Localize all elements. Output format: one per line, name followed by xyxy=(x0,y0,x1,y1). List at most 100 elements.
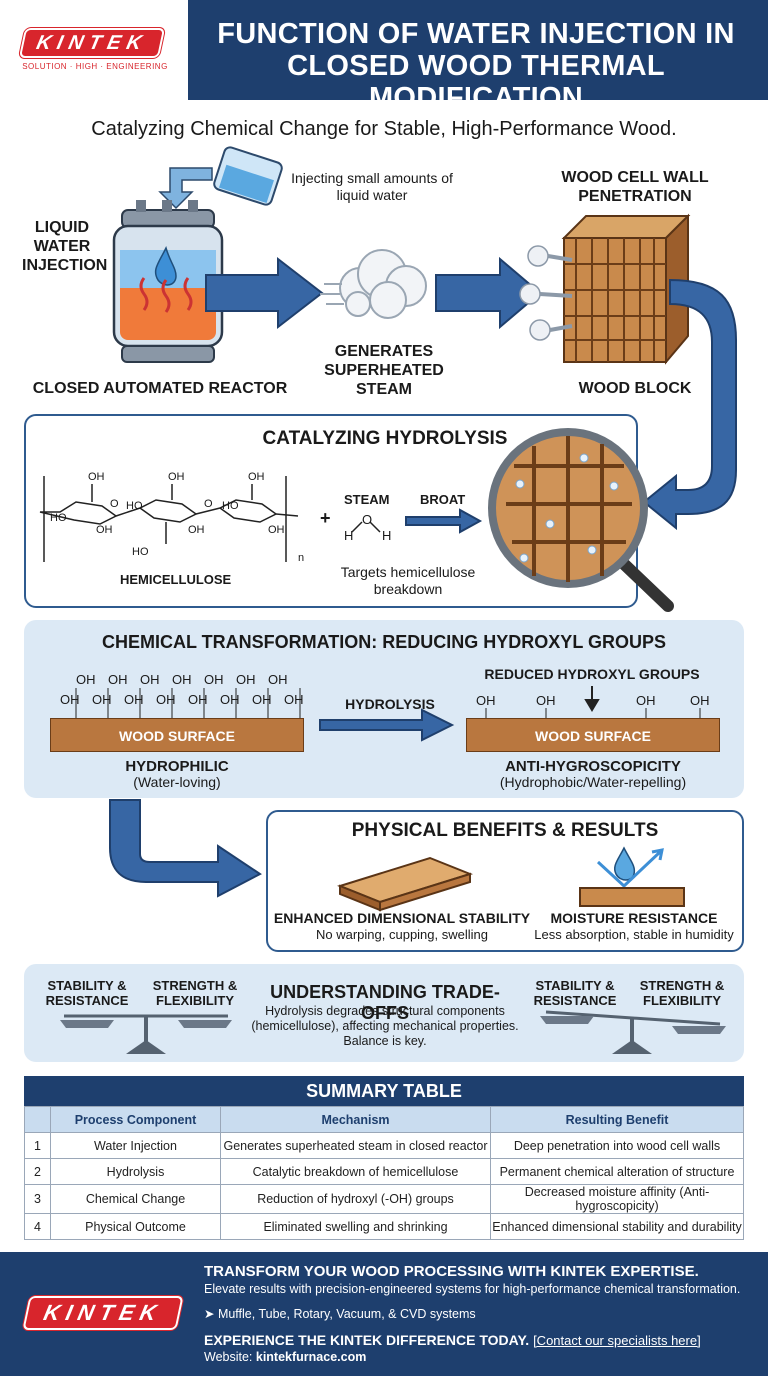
reactor-label: CLOSED AUTOMATED REACTOR xyxy=(32,380,288,397)
ho-label-1: HO xyxy=(50,512,67,524)
water-h-1: H xyxy=(344,528,354,543)
benefits-panel xyxy=(266,810,744,952)
header-cell-component: Process Component xyxy=(50,1106,221,1133)
oh-label-4: OH xyxy=(96,524,113,536)
row-mechanism: Catalytic breakdown of hemicellulose xyxy=(220,1158,491,1185)
summary-table: Process Component Mechanism Resulting Be… xyxy=(24,1106,744,1240)
row-benefit: Permanent chemical alteration of structu… xyxy=(490,1158,744,1185)
tradeoff-right-a: STABILITY & RESISTANCE xyxy=(533,978,617,1008)
row-index: 2 xyxy=(24,1158,51,1185)
balance-scale-right-icon xyxy=(540,1010,726,1054)
row-benefit: Enhanced dimensional stability and durab… xyxy=(490,1213,744,1240)
oh-tag: OH xyxy=(92,692,112,707)
oh-tag: OH xyxy=(188,692,208,707)
oh-tag: OH xyxy=(60,692,80,707)
footer-sub: Elevate results with precision-engineere… xyxy=(204,1282,741,1296)
website-link[interactable]: kintekfurnace.com xyxy=(255,1350,367,1364)
water-h-2: H xyxy=(382,528,392,543)
row-mechanism: Eliminated swelling and shrinking xyxy=(220,1213,491,1240)
summary-title: SUMMARY TABLE xyxy=(24,1076,744,1106)
reactor-illustration xyxy=(112,146,283,363)
table-row: 3 Chemical Change Reduction of hydroxyl … xyxy=(24,1184,744,1214)
water-o: O xyxy=(362,512,373,527)
penetration-label: WOOD CELL WALL PENETRATION xyxy=(561,169,709,205)
oh-tag-right: OH xyxy=(690,693,710,708)
benefit-label-moisture: MOISTURE RESISTANCE xyxy=(550,910,718,926)
page-subtitle: Catalyzing Chemical Change for Stable, H… xyxy=(91,118,677,140)
ho-label-4: HO xyxy=(132,546,149,558)
oh-tag: OH xyxy=(236,672,256,687)
page-title: FUNCTION OF WATER INJECTION IN CLOSED WO… xyxy=(217,18,735,114)
oh-tag: OH xyxy=(220,692,240,707)
hemicellulose-label: HEMICELLULOSE xyxy=(120,572,232,587)
steam-cloud-icon xyxy=(320,249,427,319)
website-label: Website: xyxy=(204,1350,256,1364)
kintek-logo[interactable]: KINTEK xyxy=(21,30,163,56)
wood-block-icon xyxy=(519,213,691,365)
magnifier-icon xyxy=(488,428,674,612)
oh-bonds-left xyxy=(75,688,301,718)
hydrophilic-sub: (Water-loving) xyxy=(133,774,221,790)
oh-label-5: OH xyxy=(188,524,205,536)
oh-tag: OH xyxy=(172,672,192,687)
tradeoffs-title: UNDERSTANDING TRADE-OFFS xyxy=(270,982,500,1023)
water-jug-icon xyxy=(213,146,283,206)
wood-block-label: WOOD BLOCK xyxy=(578,380,692,397)
oh-tag: OH xyxy=(108,672,128,687)
footer-systems: ➤ Muffle, Tube, Rotary, Vacuum, & CVD sy… xyxy=(204,1307,476,1321)
o-label-2: O xyxy=(204,498,213,510)
oh-tag-right: OH xyxy=(536,693,556,708)
oh-label-1: OH xyxy=(88,471,105,483)
hemicellulose-structure xyxy=(39,476,299,562)
row-mechanism: Reduction of hydroxyl (-OH) groups xyxy=(220,1184,491,1214)
row-benefit: Decreased moisture affinity (Anti-hygros… xyxy=(490,1184,744,1214)
hydrolysis-arrow xyxy=(319,708,455,742)
oh-label-3: OH xyxy=(248,471,265,483)
benefit-sub-stability: No warping, cupping, swelling xyxy=(316,927,488,942)
oh-bonds-right xyxy=(485,708,701,720)
row-benefit: Deep penetration into wood cell walls xyxy=(490,1132,744,1159)
row-component: Chemical Change xyxy=(50,1184,221,1214)
wood-plank-icon xyxy=(337,856,473,912)
oh-tag: OH xyxy=(124,692,144,707)
o-label-1: O xyxy=(110,498,119,510)
anti-hygroscopicity-sub: (Hydrophobic/Water-repelling) xyxy=(499,774,687,790)
hydrolysis-title: CATALYZING HYDROLYSIS xyxy=(262,428,508,449)
subscript-n: n xyxy=(298,552,305,564)
ho-label-3: HO xyxy=(222,500,239,512)
down-arrow-icon xyxy=(584,686,600,712)
header-cell-index xyxy=(24,1106,51,1133)
row-index: 1 xyxy=(24,1132,51,1159)
injecting-note: Injecting small amounts of liquid water xyxy=(291,170,453,203)
oh-tag: OH xyxy=(204,672,224,687)
oh-tag: OH xyxy=(156,692,176,707)
steam-label: GENERATES SUPERHEATED STEAM xyxy=(324,343,444,398)
wood-surface-right: WOOD SURFACE xyxy=(466,718,720,752)
chemical-panel xyxy=(24,620,744,798)
benefit-sub-moisture: Less absorption, stable in humidity xyxy=(534,927,734,942)
wood-to-magnifier-arrow xyxy=(642,278,737,530)
row-mechanism: Generates superheated steam in closed re… xyxy=(220,1132,491,1159)
header-cell-benefit: Resulting Benefit xyxy=(490,1106,744,1133)
footer-website-line: Website: kintekfurnace.com xyxy=(204,1350,754,1364)
oh-tag: OH xyxy=(268,672,288,687)
ho-label-2: HO xyxy=(126,500,143,512)
footer-cta-line: EXPERIENCE THE KINTEK DIFFERENCE TODAY. … xyxy=(204,1332,764,1348)
hydrolysis-arrow-label: HYDROLYSIS xyxy=(345,696,435,712)
row-component: Physical Outcome xyxy=(50,1213,221,1240)
tradeoff-left-a: STABILITY & RESISTANCE xyxy=(45,978,129,1008)
row-index: 4 xyxy=(24,1213,51,1240)
water-drop-repel-icon xyxy=(579,846,685,907)
benefits-title: PHYSICAL BENEFITS & RESULTS xyxy=(351,820,659,841)
table-row: 2 Hydrolysis Catalytic breakdown of hemi… xyxy=(24,1158,744,1185)
chemical-to-benefits-arrow xyxy=(109,799,262,898)
footer-kintek-logo[interactable]: KINTEK xyxy=(24,1298,182,1328)
footer-headline: TRANSFORM YOUR WOOD PROCESSING WITH KINT… xyxy=(204,1263,699,1280)
contact-specialists-link[interactable]: [Contact our specialists here] xyxy=(533,1333,701,1348)
logo-area: KINTEK SOLUTION · HIGH · ENGINEERING xyxy=(0,0,188,100)
row-index: 3 xyxy=(24,1184,51,1214)
tradeoff-left-b: STRENGTH & FLEXIBILITY xyxy=(152,978,238,1008)
table-row: 1 Water Injection Generates superheated … xyxy=(24,1132,744,1159)
hydrophilic-label: HYDROPHILIC xyxy=(125,758,229,775)
table-header-row: Process Component Mechanism Resulting Be… xyxy=(24,1106,744,1133)
